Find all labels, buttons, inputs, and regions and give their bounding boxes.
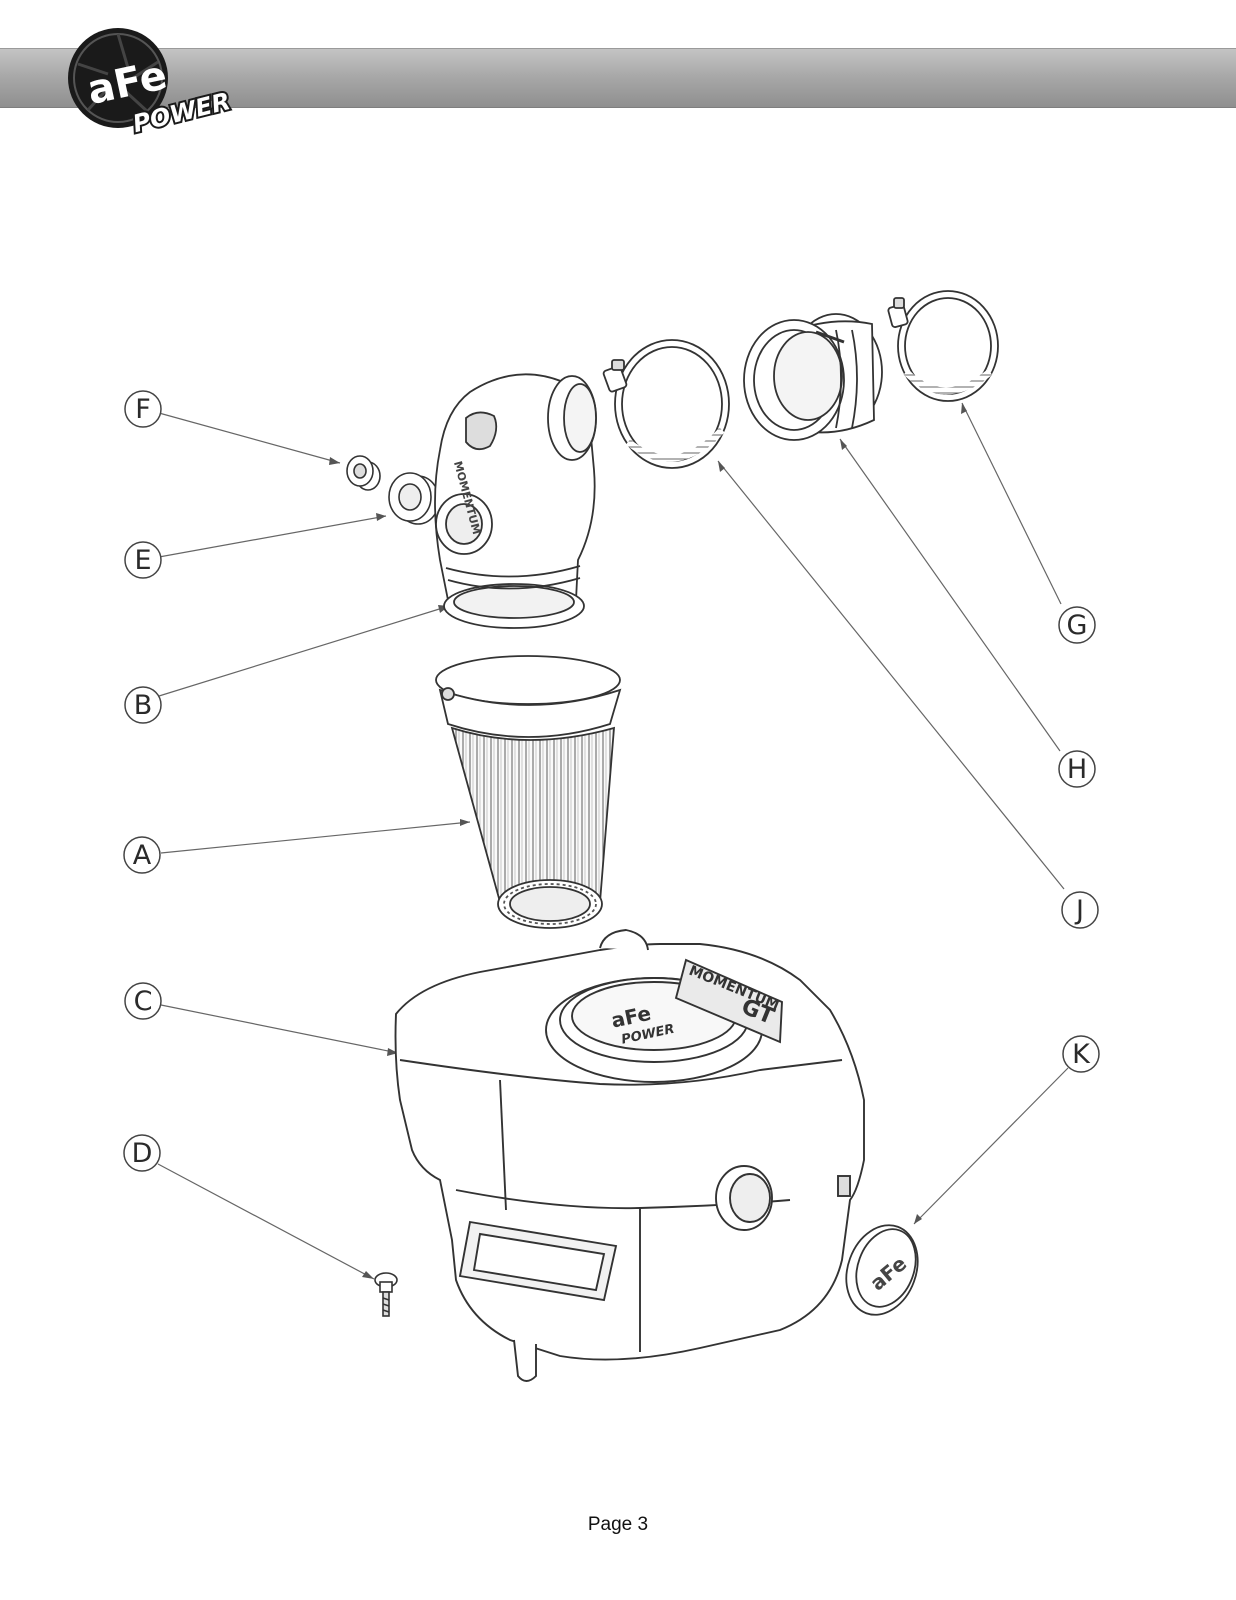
part-g-hose-clamp [887, 290, 999, 402]
part-e-grommet-ring [388, 472, 440, 525]
callout-circle-e [124, 541, 162, 579]
callout-label-k: K [1072, 1039, 1091, 1070]
part-a-air-filter [435, 655, 622, 929]
leader-line-f [158, 412, 341, 464]
header-bar [0, 48, 1236, 108]
afe-power-logo: aFe POWER [66, 24, 246, 138]
part-j-hose-clamp [602, 339, 730, 469]
callout-circle-j [1061, 891, 1099, 929]
callout-label-a: A [133, 840, 152, 871]
callout-circle-f [124, 390, 162, 428]
callout-label-d: D [132, 1138, 153, 1169]
callout-label-h: H [1067, 754, 1087, 785]
part-h-silicone-coupler [743, 313, 883, 441]
callout-circle-a [123, 836, 161, 874]
callout-circle-b [124, 686, 162, 724]
leader-line-c [160, 1004, 399, 1054]
leader-line-g [961, 402, 1062, 605]
callout-circle-k [1062, 1035, 1100, 1073]
callout-circle-d [123, 1134, 161, 1172]
callout-label-e: E [134, 545, 151, 576]
callout-circle-g [1058, 606, 1096, 644]
part-f-grommet [346, 455, 381, 491]
callout-label-g: G [1067, 610, 1088, 641]
leader-lines [157, 402, 1069, 1280]
callout-circle-c [124, 982, 162, 1020]
callout-label-j: J [1074, 895, 1084, 926]
callout-circle-h [1058, 750, 1096, 788]
leader-line-b [158, 605, 450, 697]
leader-line-e [158, 515, 387, 558]
part-k-end-cap: aFe [845, 1224, 919, 1316]
leader-line-h [839, 438, 1061, 752]
part-c-airbox: aFe POWER MOMENTUM GT [394, 929, 865, 1382]
callout-label-c: C [134, 986, 153, 1017]
leader-line-j [717, 460, 1065, 890]
leader-line-k [913, 1067, 1069, 1225]
leader-line-a [160, 821, 471, 854]
part-d-bolt [374, 1272, 398, 1317]
part-b-intake-tube: MOMENTUM [434, 373, 597, 629]
callout-label-f: F [135, 394, 151, 425]
leader-line-d [157, 1163, 375, 1280]
callout-label-b: B [134, 690, 153, 721]
page-number: Page 3 [587, 1514, 649, 1535]
